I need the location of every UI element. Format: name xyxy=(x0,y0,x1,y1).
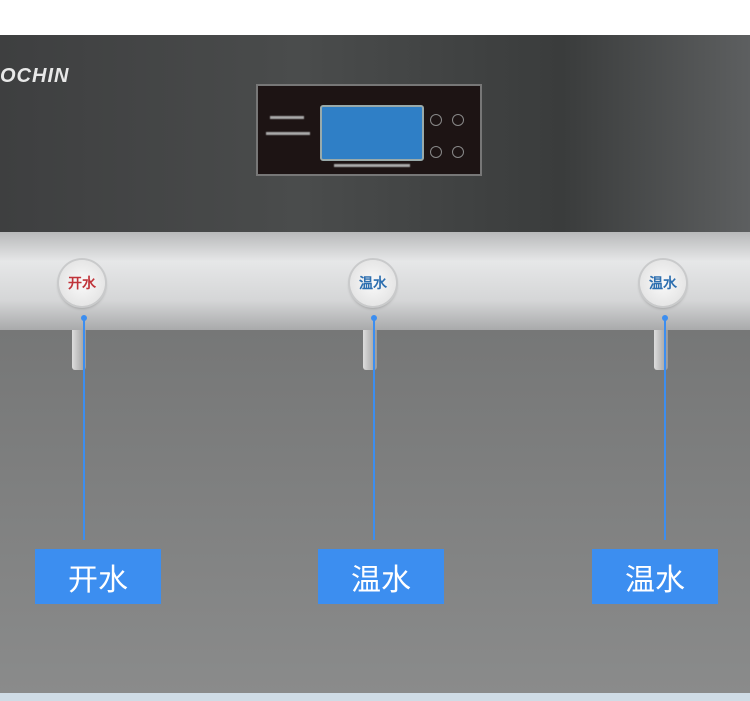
callout-label: 温水 xyxy=(592,549,718,604)
pointer-line xyxy=(373,318,375,540)
panel-button[interactable] xyxy=(430,146,442,158)
callout-label: 开水 xyxy=(35,549,161,604)
control-panel xyxy=(256,84,482,176)
water-dispenser: OCHIN 开水 温水 温水 开水 温水 温水 xyxy=(0,35,750,693)
panel-text xyxy=(270,116,304,119)
warm-water-button[interactable]: 温水 xyxy=(640,260,686,306)
lcd-display xyxy=(320,105,424,161)
warm-water-button[interactable]: 温水 xyxy=(350,260,396,306)
panel-text xyxy=(334,164,410,167)
panel-button[interactable] xyxy=(452,146,464,158)
pointer-line xyxy=(83,318,85,540)
panel-button[interactable] xyxy=(430,114,442,126)
callout-label: 温水 xyxy=(318,549,444,604)
panel-button[interactable] xyxy=(452,114,464,126)
brand-logo: OCHIN xyxy=(0,65,70,87)
upper-panel: OCHIN xyxy=(0,35,750,232)
bottom-strip xyxy=(0,693,750,701)
faucet xyxy=(72,330,86,370)
panel-text xyxy=(266,132,310,135)
boiling-water-button[interactable]: 开水 xyxy=(59,260,105,306)
pointer-line xyxy=(664,318,666,540)
